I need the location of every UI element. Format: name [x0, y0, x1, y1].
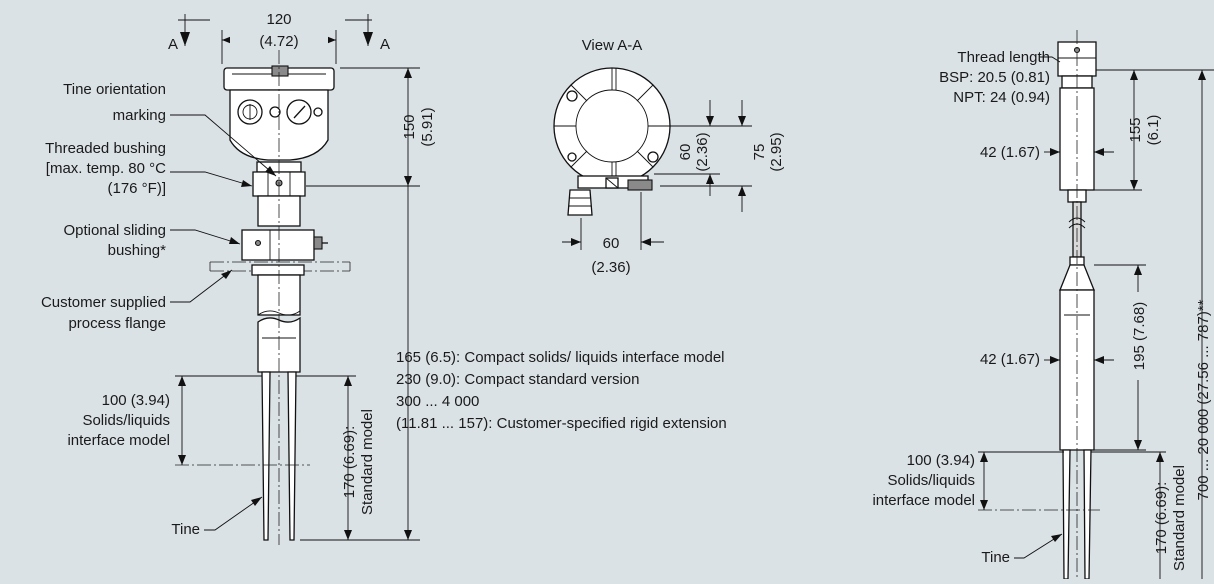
callout-sliding-2: bushing*	[108, 242, 167, 259]
callout-flange-1: Customer supplied	[41, 294, 166, 311]
interface-dimension-left: 100 (3.94) Solids/liquids interface mode…	[67, 375, 310, 466]
callout-threaded-bushing: Threaded bushing [max. temp. 80 °C (176 …	[45, 140, 253, 197]
left-device-view: A A 120 (4.72)	[41, 11, 727, 545]
callout-process-flange: Customer supplied process flange	[41, 269, 233, 332]
interface-label-right-2: interface model	[872, 492, 975, 509]
interface-label-left-2: interface model	[67, 432, 170, 449]
sliding-bushing	[241, 229, 328, 261]
width-dimension: 120 (4.72)	[221, 11, 337, 64]
section-marker-right: A	[345, 14, 390, 53]
len-bottom: 195 (7.68)	[1131, 302, 1148, 370]
standard-label-left: Standard model	[359, 409, 376, 515]
section-marker-left: A	[168, 14, 210, 53]
tine-label-left: Tine	[171, 521, 200, 538]
callout-bushing-3: (176 °F)]	[107, 180, 166, 197]
tine-label-right: Tine	[981, 549, 1010, 566]
cable-device-view: Thread length BSP: 20.5 (0.81) NPT: 24 (…	[872, 30, 1214, 580]
len-top-in: (6.1)	[1145, 115, 1162, 146]
callout-flange-2: process flange	[68, 315, 166, 332]
standard-dimension-left: 170 (6.69): Standard model	[296, 375, 376, 540]
cable-range: 700 ... 20 000 (27.56 ... 787)**	[1195, 299, 1212, 500]
callout-bushing-1: Threaded bushing	[45, 140, 166, 157]
height-in: (5.91)	[419, 107, 436, 146]
height-dimension: 150 (5.91)	[306, 67, 436, 187]
callout-sliding-bushing: Optional sliding bushing*	[63, 222, 241, 259]
callout-tine-left: Tine	[171, 496, 263, 538]
thread-length-npt: NPT: 24 (0.94)	[953, 89, 1050, 106]
aa-dim75-in: (2.95)	[768, 132, 785, 171]
version-list: 165 (6.5): Compact solids/ liquids inter…	[396, 349, 727, 432]
dia-top: 42 (1.67)	[980, 144, 1040, 161]
callout-sliding-1: Optional sliding	[63, 222, 166, 239]
section-label-left: A	[168, 36, 178, 53]
version-rigid-extension: (11.81 ... 157): Customer-specified rigi…	[396, 415, 727, 432]
width-mm: 120	[266, 11, 291, 28]
section-label-right: A	[380, 36, 390, 53]
tines	[261, 371, 297, 541]
version-length-dimension	[300, 186, 420, 541]
thread-length-bsp: BSP: 20.5 (0.81)	[939, 69, 1050, 86]
interface-label-right-1: Solids/liquids	[887, 472, 975, 489]
callout-bushing-2: [max. temp. 80 °C	[46, 160, 166, 177]
standard-dim-right: 170 (6.69):	[1153, 482, 1170, 555]
callout-tine-marking-1: Tine orientation	[63, 81, 166, 98]
process-flange	[209, 261, 351, 276]
height-mm: 150	[401, 114, 418, 139]
version-compact-interface: 165 (6.5): Compact solids/ liquids inter…	[396, 349, 725, 366]
aa-bottom60-mm: 60	[603, 235, 620, 252]
standard-label-right: Standard model	[1171, 465, 1188, 571]
interface-label-left-1: Solids/liquids	[82, 412, 170, 429]
interface-dim-right: 100 (3.94)	[907, 452, 975, 469]
callout-tine-marking: Tine orientation marking	[63, 81, 277, 177]
callout-tine-marking-2: marking	[113, 107, 166, 124]
dia-bottom: 42 (1.67)	[980, 351, 1040, 368]
aa-dim75-mm: 75	[751, 144, 768, 161]
width-in: (4.72)	[259, 33, 298, 50]
aa-bottom60-in: (2.36)	[591, 259, 630, 276]
version-compact-standard: 230 (9.0): Compact standard version	[396, 371, 639, 388]
thread-length-title: Thread length	[957, 49, 1050, 66]
housing	[223, 65, 335, 161]
len-top-mm: 155	[1127, 117, 1144, 142]
aa-dim60-mm: 60	[677, 144, 694, 161]
standard-dim-left: 170 (6.69):	[341, 426, 358, 499]
interface-dim-left: 100 (3.94)	[102, 392, 170, 409]
view-aa-title: View A-A	[582, 37, 643, 54]
version-rigid-range: 300 ... 4 000	[396, 393, 479, 410]
view-aa: View A-A 60	[553, 37, 785, 276]
aa-dim60-in: (2.36)	[694, 132, 711, 171]
